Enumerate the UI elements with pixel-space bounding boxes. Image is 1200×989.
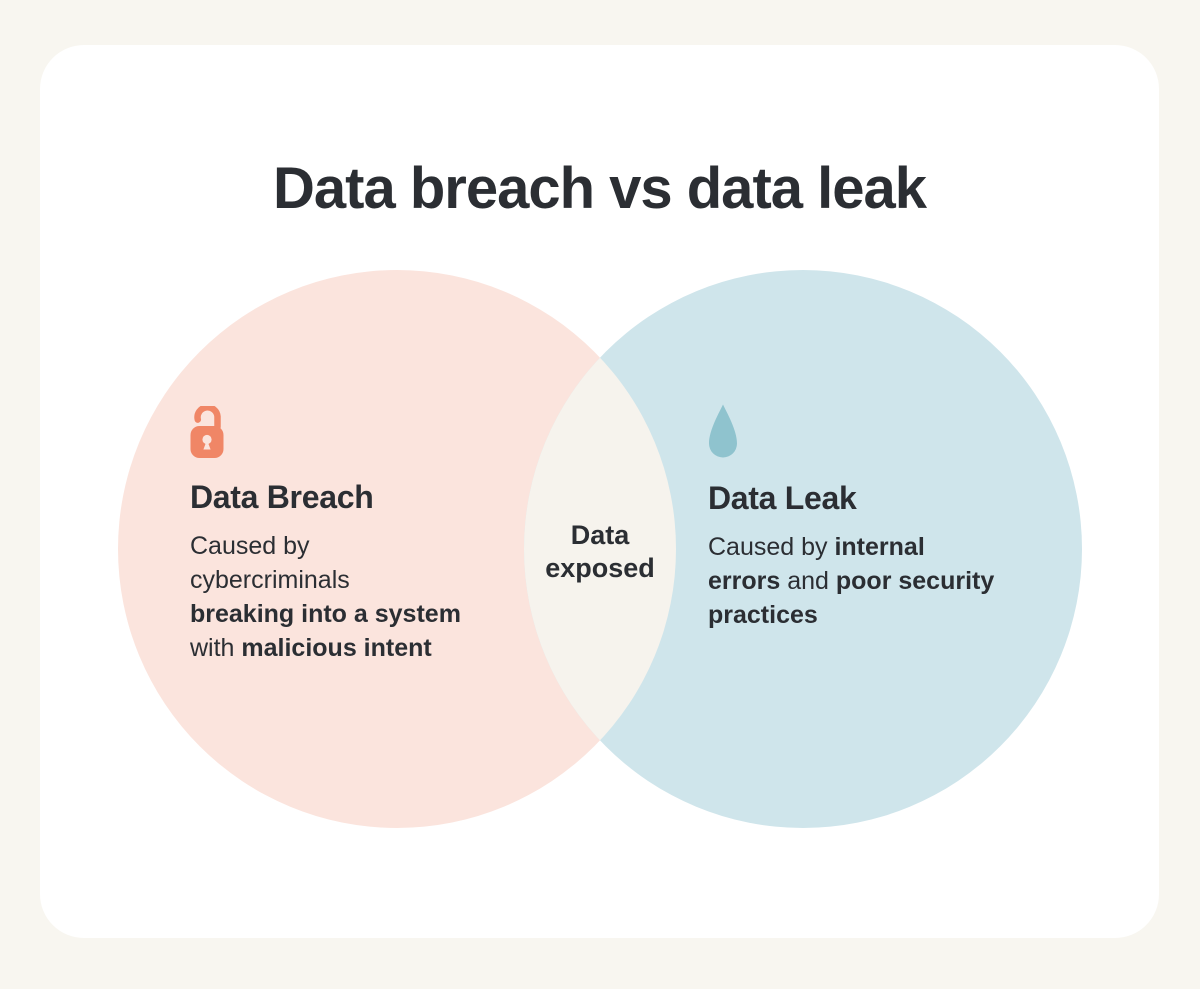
open-padlock-icon [190, 406, 224, 458]
data-leak-description: Caused by internal errors and poor secur… [708, 530, 1058, 632]
description-line: cybercriminals [190, 566, 350, 594]
description-line: breaking into a system [190, 600, 461, 628]
data-leak-section: Data Leak Caused by internal errors and … [708, 403, 1058, 632]
page-title: Data breach vs data leak [272, 156, 927, 221]
venn-diagram [118, 270, 1082, 828]
data-leak-circle [524, 270, 1082, 828]
data-breach-circle [118, 270, 676, 828]
description-line: Caused by internal [708, 533, 925, 561]
data-breach-description: Caused by cybercriminals breaking into a… [190, 529, 530, 665]
description-line: Caused by [190, 532, 310, 560]
description-line: errors and poor security [708, 567, 995, 595]
overlap-label-line1: Data [570, 520, 630, 550]
overlap-label: Data exposed [500, 519, 700, 585]
data-breach-heading: Data Breach [190, 479, 374, 515]
data-breach-section: Data Breach Caused by cybercriminals bre… [190, 406, 530, 665]
data-leak-heading: Data Leak [708, 480, 857, 516]
description-line: with malicious intent [190, 634, 432, 662]
infographic-card: Data breach vs data leak Data Breach Cau… [40, 45, 1159, 938]
description-line: practices [708, 601, 818, 629]
overlap-label-line2: exposed [545, 553, 655, 583]
water-drop-icon [709, 404, 737, 458]
